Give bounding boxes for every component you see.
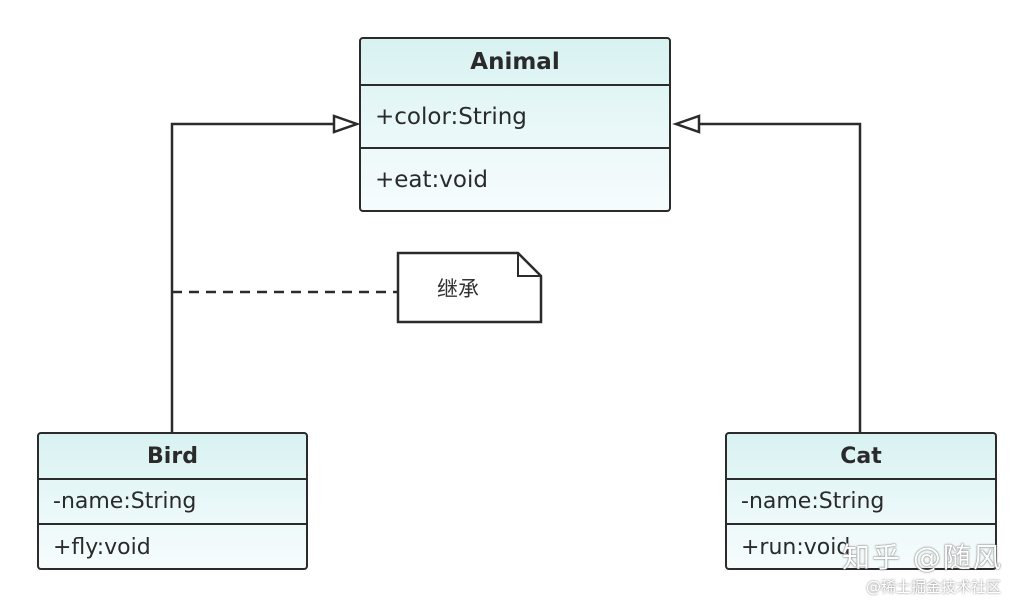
class-animal-attribute: +color:String <box>361 86 669 149</box>
watermark-juejin: @稀土掘金技术社区 <box>866 578 1002 596</box>
bird-inheritance-line <box>170 122 336 432</box>
class-cat-name: Cat <box>727 434 995 480</box>
watermark-zhihu: 知乎 @随风 <box>842 541 1003 574</box>
class-cat-method: +run:void <box>741 535 851 560</box>
class-animal-method: +eat:void <box>375 166 488 193</box>
class-bird[interactable]: Bird -name:String +fly:void <box>37 432 308 570</box>
class-animal[interactable]: Animal +color:String +eat:void <box>359 37 671 212</box>
class-cat-attribute: -name:String <box>727 480 995 525</box>
bird-inheritance-arrowhead <box>332 114 361 134</box>
class-bird-attribute: -name:String <box>39 480 306 525</box>
cat-inheritance-arrowhead <box>672 114 701 134</box>
class-bird-method: +fly:void <box>53 535 151 560</box>
note-fold-corner <box>517 253 541 277</box>
cat-inheritance-line <box>697 122 862 432</box>
note-label: 继承 <box>437 277 479 301</box>
class-animal-name: Animal <box>361 39 669 86</box>
class-cat[interactable]: Cat -name:String +run:void <box>725 432 997 570</box>
note-shape <box>396 251 543 324</box>
class-bird-name: Bird <box>39 434 306 480</box>
